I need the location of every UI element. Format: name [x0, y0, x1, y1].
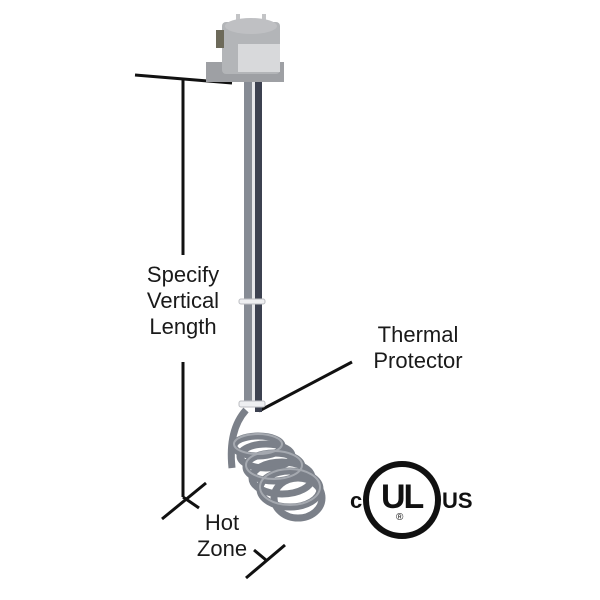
heater-coil	[230, 432, 326, 522]
heater-sheath	[227, 82, 266, 469]
vertical-length-label: Specify Vertical Length	[146, 262, 220, 339]
thermal-protector-label: Thermal Protector	[373, 322, 463, 373]
thermal-protector-leader	[258, 360, 353, 413]
ul-us-text: US	[442, 488, 473, 513]
hot-zone-dimension	[245, 543, 286, 580]
ul-registered-symbol: ®	[396, 512, 404, 523]
ul-logo	[363, 461, 441, 539]
ul-c-text: c	[350, 488, 363, 513]
terminal-housing	[206, 14, 284, 82]
hot-zone-label: Hot Zone	[196, 510, 248, 561]
ul-mark-text: UL	[381, 478, 424, 516]
